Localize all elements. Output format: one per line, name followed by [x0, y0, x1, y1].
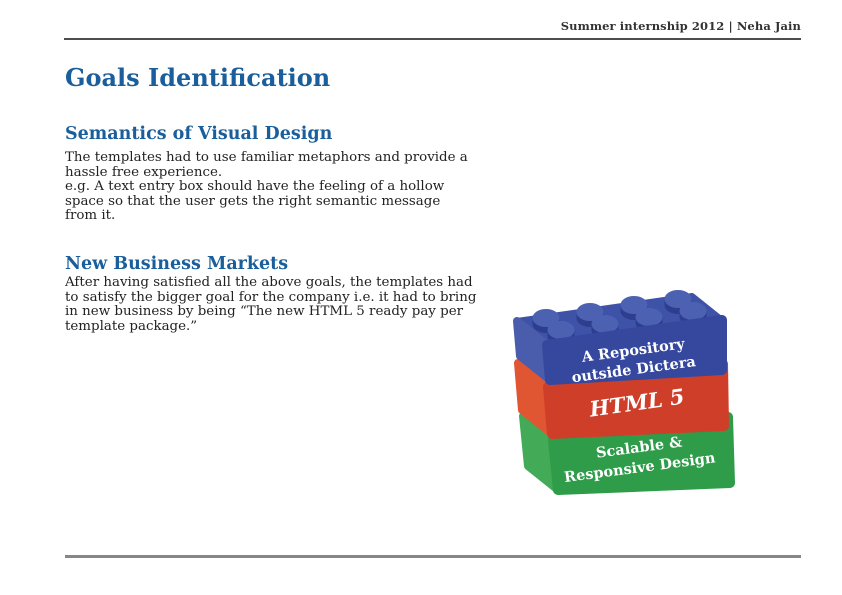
section-heading-semantics: Semantics of Visual Design — [65, 124, 333, 144]
header-rule — [64, 38, 801, 40]
body-line: The templates had to use familiar metaph… — [65, 150, 468, 165]
lego-stack-illustration: Scalable & Responsive Design HTML 5 — [513, 290, 735, 495]
footer-rule — [65, 555, 801, 558]
body-line: e.g. A text entry box should have the fe… — [65, 179, 445, 195]
page-header: Summer internship 2012 | Neha Jain — [560, 19, 801, 33]
section-body-new-business: After having satisfied all the above goa… — [65, 275, 477, 334]
section-heading-new-business: New Business Markets — [65, 254, 289, 274]
body-line: hassle free experience. — [65, 164, 223, 180]
body-line: in new business by being “The new HTML 5… — [65, 304, 464, 320]
studs — [532, 290, 707, 345]
body-line: from it. — [65, 208, 116, 224]
body-line: to satisfy the bigger goal for the compa… — [65, 289, 477, 305]
brick-repository: A Repository outside Dictera — [513, 290, 727, 386]
page-title: Goals Identification — [65, 63, 331, 92]
stud — [532, 309, 560, 333]
blue-front-face — [542, 315, 727, 385]
body-line: space so that the user gets the right se… — [65, 193, 441, 209]
body-line: template package.” — [65, 318, 198, 334]
section-body-semantics: The templates had to use familiar metaph… — [65, 150, 468, 224]
body-line: After having satisfied all the above goa… — [65, 275, 473, 290]
